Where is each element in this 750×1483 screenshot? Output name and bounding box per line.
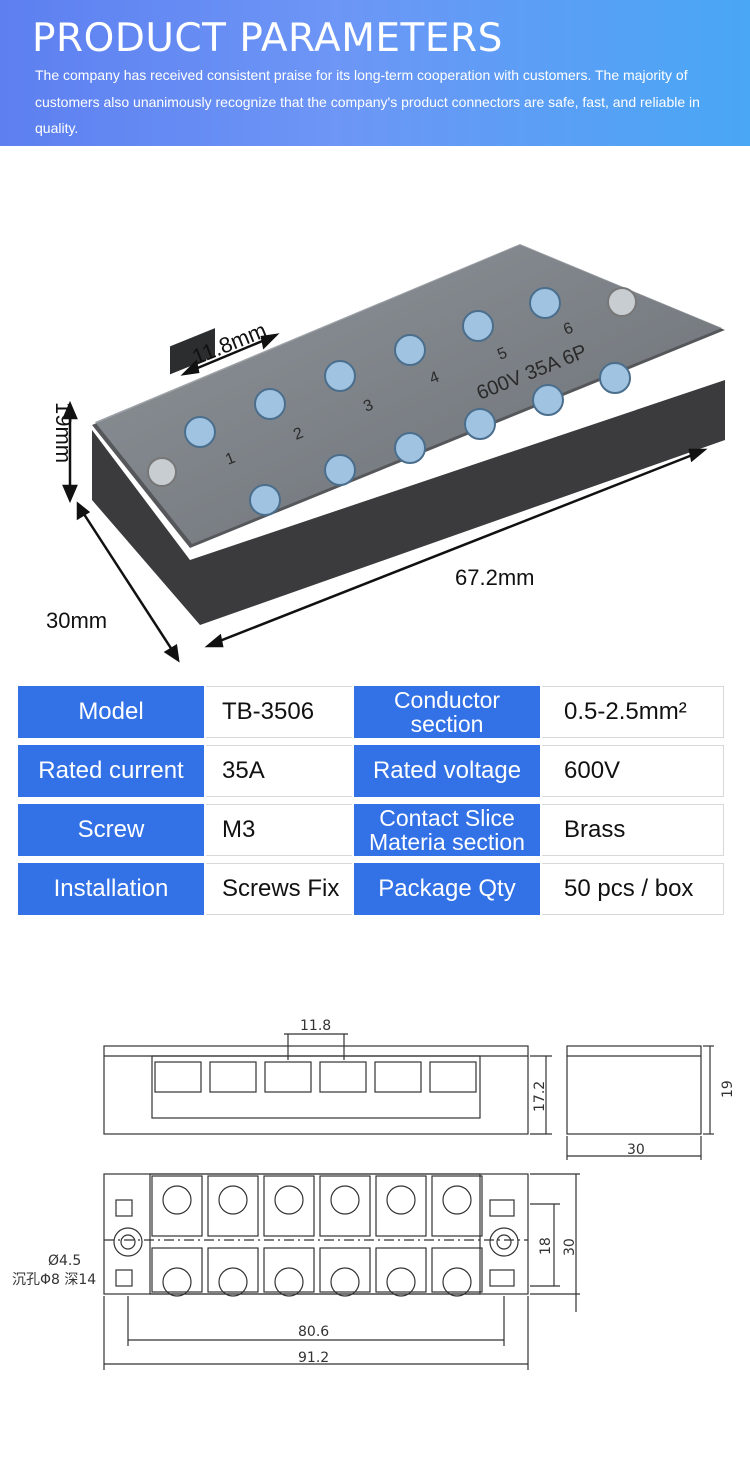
plan-view-outline xyxy=(103,1173,529,1295)
mounting-holes xyxy=(147,287,637,487)
drawing-total-length-label: 91.2 xyxy=(298,1350,329,1366)
terminal-screws xyxy=(184,287,631,516)
table-row: Rated current 35A Rated voltage 600V xyxy=(18,745,724,797)
drawing-height-label: 17.2 xyxy=(532,1081,548,1112)
param-value: TB-3506 xyxy=(206,686,352,738)
param-key: Rated voltage xyxy=(352,745,542,797)
mount-hole-icon xyxy=(147,457,177,487)
param-key: Screw xyxy=(18,804,206,856)
terminal-row-rear xyxy=(170,328,215,375)
drawing-pitch-label: 11.8 xyxy=(300,1018,331,1034)
screw-icon xyxy=(324,360,356,392)
screw-icon xyxy=(462,310,494,342)
drawing-side-height-label: 19 xyxy=(720,1080,736,1098)
param-value: 35A xyxy=(206,745,352,797)
screw-icon xyxy=(254,388,286,420)
dimension-length-label: 67.2mm xyxy=(455,565,534,590)
header-banner: PRODUCT PARAMETERS The company has recei… xyxy=(0,0,750,146)
page-title: PRODUCT PARAMETERS xyxy=(32,16,503,61)
plan-view-terminals xyxy=(151,1175,483,1297)
front-view-terminals xyxy=(154,1061,477,1093)
product-photo: 600V 35A 6P 1 2 3 4 5 6 11.8mm 19mm 67.2… xyxy=(46,244,725,663)
block-front-face xyxy=(92,380,725,625)
drawing-outer-width-label: 30 xyxy=(562,1238,578,1256)
dimension-height-label: 19mm xyxy=(51,402,76,463)
dimension-depth-label: 30mm xyxy=(46,608,107,633)
screw-icon xyxy=(532,384,564,416)
header-description: The company has received consistent prai… xyxy=(35,67,700,136)
param-key-line: section xyxy=(410,711,484,737)
mount-hole-icon xyxy=(607,287,637,317)
param-value: Brass xyxy=(542,804,724,856)
param-key: Rated current xyxy=(18,745,206,797)
front-view-outline xyxy=(103,1045,529,1135)
drawing-hole-label: Ø4.5 xyxy=(48,1253,81,1269)
clear-cover xyxy=(95,244,722,544)
param-value: 50 pcs / box xyxy=(542,863,724,915)
param-value: 600V xyxy=(542,745,724,797)
param-key-line: Contact Slice xyxy=(379,805,515,831)
param-value: Screws Fix xyxy=(206,863,352,915)
screw-icon xyxy=(184,416,216,448)
param-key: Installation xyxy=(18,863,206,915)
param-value: M3 xyxy=(206,804,352,856)
param-value: 0.5-2.5mm² xyxy=(542,686,724,738)
plan-view-mount-holes xyxy=(113,1199,519,1287)
drawing-inner-width-label: 18 xyxy=(538,1237,554,1255)
screw-icon xyxy=(599,362,631,394)
drawing-mount-span-label: 80.6 xyxy=(298,1324,329,1340)
technical-drawing: 11.8 17.2 19 30 18 30 Ø4.5 沉孔Φ8 深14 80.6… xyxy=(12,1018,736,1370)
drawing-side-width-label: 30 xyxy=(627,1142,645,1158)
screw-icon xyxy=(394,334,426,366)
screw-icon xyxy=(394,432,426,464)
screw-icon xyxy=(529,287,561,319)
table-row: Installation Screws Fix Package Qty 50 p… xyxy=(18,863,724,915)
screw-icon xyxy=(324,454,356,486)
screw-icon xyxy=(249,484,281,516)
param-key: Package Qty xyxy=(352,863,542,915)
param-key: Model xyxy=(18,686,206,738)
drawing-hole-note: 沉孔Φ8 深14 xyxy=(12,1272,96,1288)
dimension-arrows xyxy=(62,333,708,663)
side-view-outline xyxy=(566,1045,702,1135)
param-key-line: Conductor xyxy=(393,687,501,713)
screw-icon xyxy=(464,408,496,440)
param-key-line: Materia section xyxy=(369,829,525,855)
